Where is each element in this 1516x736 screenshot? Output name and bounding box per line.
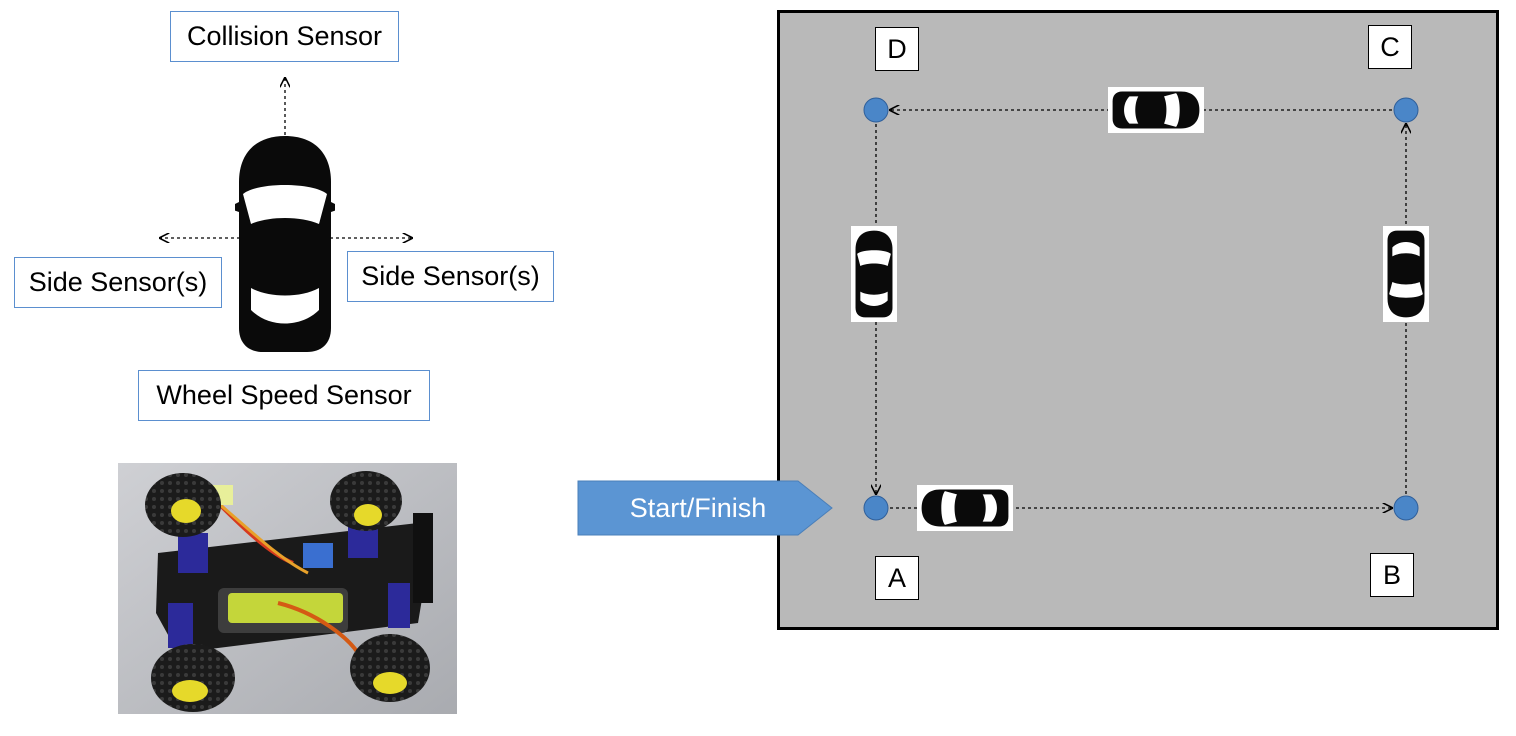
side-sensor-right-label: Side Sensor(s) — [347, 251, 554, 302]
car-icon-top — [1108, 87, 1204, 133]
start-finish-marker — [577, 480, 833, 536]
corner-label-b: B — [1370, 553, 1414, 597]
node-d — [863, 97, 889, 123]
start-finish-label: Start/Finish — [629, 492, 767, 523]
wheel-speed-sensor-label: Wheel Speed Sensor — [138, 370, 430, 421]
car-icon-right — [1383, 226, 1429, 322]
node-a — [863, 495, 889, 521]
node-b — [1393, 495, 1419, 521]
side-sensor-left-label: Side Sensor(s) — [14, 257, 222, 308]
corner-label-a: A — [875, 556, 919, 600]
car-icon-bottom — [917, 485, 1013, 531]
node-c — [1393, 97, 1419, 123]
car-icon-left — [851, 226, 897, 322]
corner-label-c: C — [1368, 25, 1412, 69]
corner-label-d: D — [875, 27, 919, 71]
robot-car-photo — [118, 463, 457, 714]
collision-sensor-label: Collision Sensor — [170, 11, 399, 62]
